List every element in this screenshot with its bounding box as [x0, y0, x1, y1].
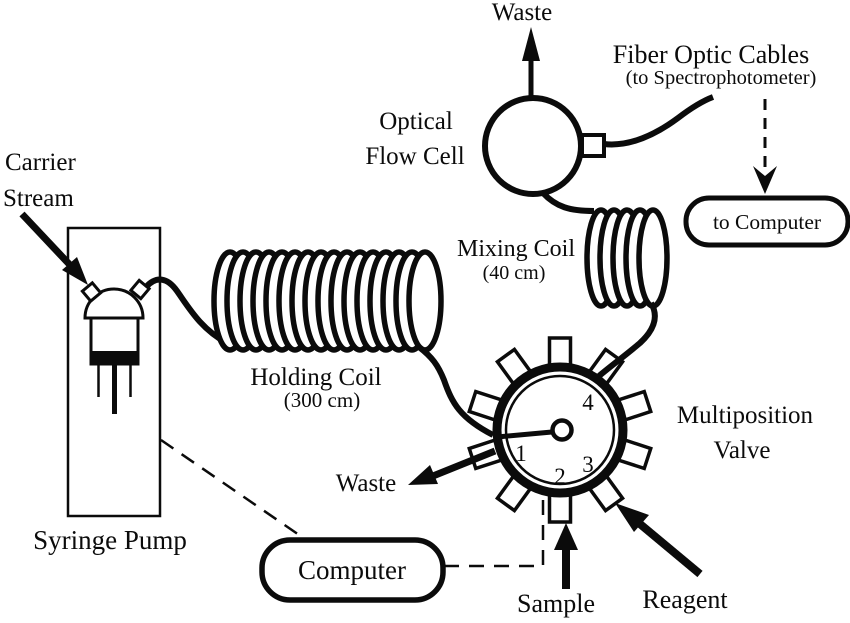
syringe-plunger-seal — [91, 351, 138, 364]
syringe-pump-label: Syringe Pump — [33, 525, 187, 555]
fiber-optic-label-line2: (to Spectrophotometer) — [626, 67, 817, 89]
reagent-arrow — [615, 503, 703, 578]
coil-loop — [636, 207, 670, 309]
syringe-valve-dome — [83, 287, 145, 320]
valve-inner-circle — [504, 374, 616, 486]
tube-pump-to-holding-coil — [143, 276, 229, 346]
carrier-arrowhead-icon — [62, 257, 88, 285]
valve-body: 1 2 3 4 — [492, 362, 628, 498]
control-lines — [160, 438, 545, 568]
mixing-coil — [540, 190, 670, 379]
waste-valve-label: Waste — [336, 470, 396, 497]
to-computer-box — [683, 195, 850, 248]
mixing-coil-length-label: (40 cm) — [483, 262, 546, 284]
valve-port — [547, 336, 573, 367]
valve-rotor-channel — [494, 429, 555, 440]
waste-top-arrowhead-icon — [522, 27, 540, 61]
holding-coil — [143, 249, 495, 438]
valve-port-number-1: 1 — [515, 441, 527, 466]
valve-port-number-3: 3 — [582, 452, 594, 477]
syringe-pump — [66, 226, 162, 518]
diagram-labels: Carrier Stream Syringe Pump Holding Coil… — [3, 0, 821, 618]
fiber-optic-cable — [603, 94, 715, 148]
carrier-stream-arrow — [19, 211, 88, 285]
dashed-line-pump-computer — [160, 438, 306, 541]
mixing-coil-label: Mixing Coil — [457, 236, 575, 262]
tube-holding-coil-to-valve — [417, 344, 495, 438]
optical-cell-label-line2: Flow Cell — [365, 143, 464, 170]
reagent-arrow-shaft — [637, 520, 703, 578]
sample-label: Sample — [517, 589, 595, 618]
flow-cell-body — [482, 95, 584, 197]
fiber-optic-connector — [580, 133, 606, 158]
fiber-optic-label-line1: Fiber Optic Cables — [613, 40, 809, 69]
optical-cell-label-line1: Optical — [379, 108, 453, 135]
valve-port — [547, 493, 573, 524]
computer-box — [259, 537, 446, 603]
coil-loop — [406, 249, 444, 353]
waste-valve-arrow-shaft — [431, 447, 497, 480]
reagent-arrowhead-icon — [615, 503, 649, 532]
valve-port-number-2: 2 — [554, 464, 566, 489]
reagent-label: Reagent — [642, 585, 728, 614]
waste-top-label: Waste — [492, 0, 552, 26]
carrier-arrow-shaft — [19, 211, 73, 268]
carrier-stream-label-line2: Stream — [3, 185, 74, 212]
to-computer-label: to Computer — [713, 210, 821, 234]
dashed-arrowhead-icon — [753, 166, 777, 194]
carrier-stream-label-line1: Carrier — [5, 149, 76, 176]
tube-cell-to-mixing-coil — [540, 190, 595, 214]
optical-flow-cell — [482, 27, 715, 197]
dashed-line-computer-valve — [444, 497, 545, 568]
sample-arrow — [554, 523, 578, 589]
holding-coil-length-label: (300 cm) — [284, 388, 360, 412]
valve-center-port — [550, 418, 574, 442]
valve-label-line2: Valve — [714, 437, 771, 464]
valve-label-line1: Multiposition — [677, 402, 814, 429]
dome-port-left — [80, 280, 103, 304]
holding-coil-label: Holding Coil — [250, 364, 381, 391]
waste-valve-arrowhead-icon — [408, 465, 438, 485]
valve-port-number-4: 4 — [582, 390, 594, 415]
tube-mixing-coil-to-valve — [597, 301, 658, 379]
computer-label: Computer — [298, 555, 406, 585]
spectrophotometer-to-computer-arrow — [753, 99, 777, 194]
sample-arrowhead-icon — [554, 523, 578, 550]
